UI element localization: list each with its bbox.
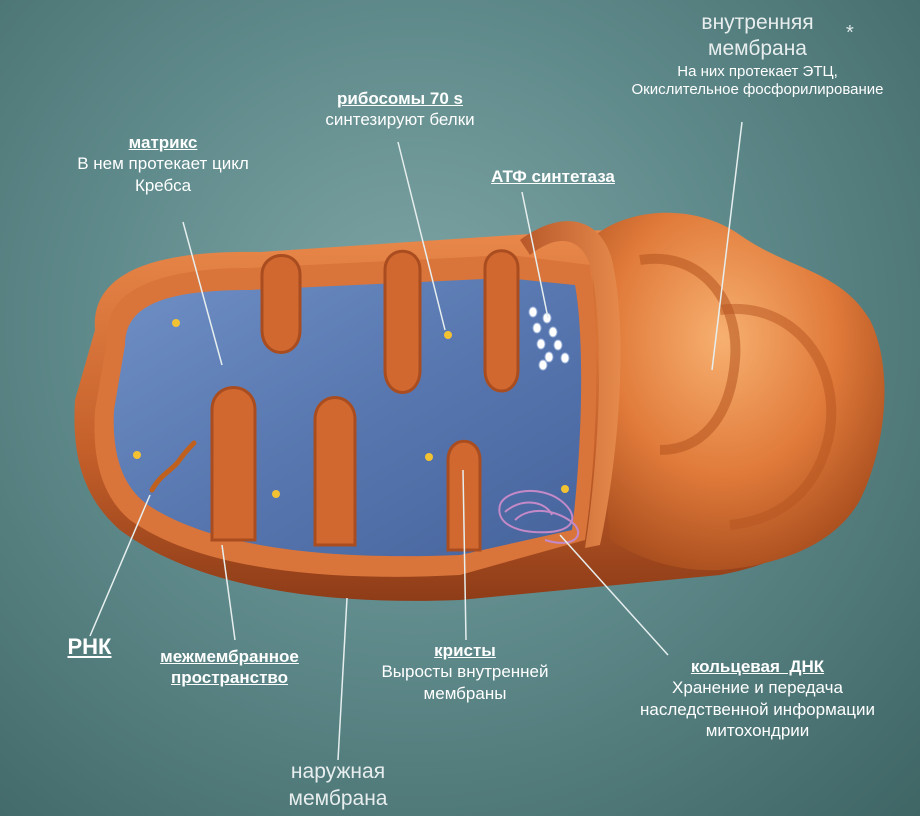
outer-membrane-bulge [590, 213, 884, 570]
label-rna: РНК [52, 633, 127, 661]
ribosomes-title: рибосомы 70 s [295, 88, 505, 109]
intermembrane-title: межмембранное пространство [132, 646, 327, 689]
matrix-desc: В нем протекает цикл Кребса [48, 153, 278, 196]
atp-synthase-title: АТФ синтетаза [463, 166, 643, 187]
ribosomes-desc: синтезируют белки [295, 109, 505, 130]
label-matrix: матрикс В нем протекает цикл Кребса [48, 132, 278, 196]
matrix-title: матрикс [48, 132, 278, 153]
cristae-title: кристы [350, 640, 580, 661]
circular-dna-desc: Хранение и передача наследственной инфор… [600, 677, 915, 741]
label-outer-membrane: наружная мембрана [238, 758, 438, 813]
label-intermembrane-space: межмембранное пространство [132, 646, 327, 689]
rna-title: РНК [52, 633, 127, 661]
inner-membrane-desc: На них протекает ЭТЦ, Окислительное фосф… [600, 63, 915, 101]
cristae-desc: Выросты внутренней мембраны [350, 661, 580, 704]
label-cristae: кристы Выросты внутренней мембраны [350, 640, 580, 704]
outer-membrane-title: наружная мембрана [238, 758, 438, 813]
inner-membrane-title: внутренняя мембрана [600, 10, 915, 63]
label-inner-membrane: внутренняя мембрана На них протекает ЭТЦ… [600, 10, 915, 100]
circular-dna-title: кольцевая ДНК [600, 656, 915, 677]
label-circular-dna: кольцевая ДНК Хранение и передача наслед… [600, 656, 915, 741]
label-ribosomes: рибосомы 70 s синтезируют белки [295, 88, 505, 131]
label-atp-synthase: АТФ синтетаза [463, 166, 643, 187]
